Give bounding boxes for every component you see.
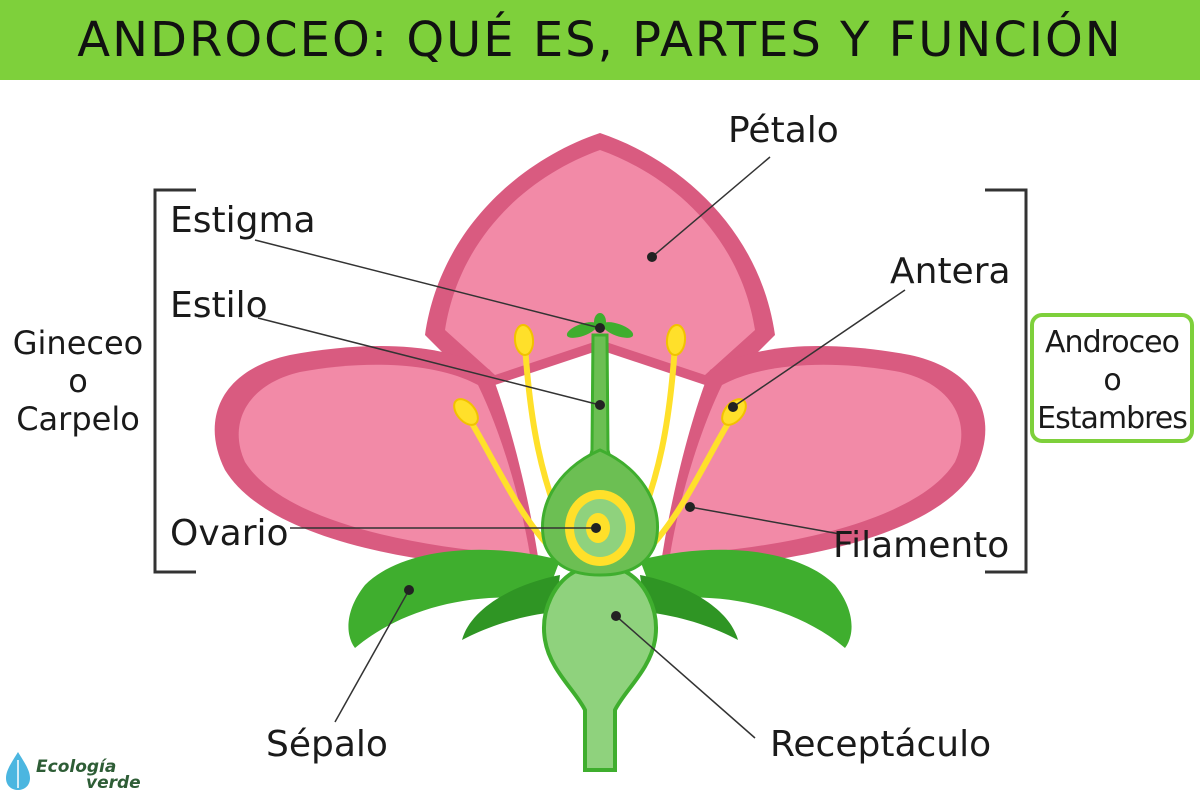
dot-estigma (595, 323, 605, 333)
label-sepalo: Sépalo (266, 724, 388, 765)
anther-2 (513, 324, 535, 356)
anther-1 (453, 398, 479, 426)
pointer-estigma (254, 239, 601, 329)
pointer-petalo (651, 156, 771, 258)
back-petal (445, 150, 755, 375)
label-antera: Antera (890, 251, 1011, 292)
pointer-antera (732, 289, 906, 408)
androceo-label-2: o (1103, 363, 1120, 398)
label-petalo: Pétalo (728, 110, 839, 151)
label-estigma: Estigma (170, 200, 316, 241)
pointer-receptaculo (615, 615, 756, 739)
gineceo-label-3: Carpelo (16, 400, 140, 438)
page-title: ANDROCEO: QUÉ ES, PARTES Y FUNCIÓN (77, 12, 1123, 68)
androceo-label-3: Estambres (1037, 401, 1187, 436)
logo: Ecología verde (6, 752, 141, 793)
logo-line-1: Ecología (36, 757, 116, 777)
label-receptaculo: Receptáculo (770, 724, 991, 765)
dot-antera (728, 402, 738, 412)
gineceo-bracket (153, 188, 196, 574)
pointer-lines (254, 156, 906, 739)
androceo-box (1030, 313, 1194, 443)
gineceo-label-2: o (68, 362, 88, 400)
dot-estilo (595, 400, 605, 410)
title-bar: ANDROCEO: QUÉ ES, PARTES Y FUNCIÓN (0, 0, 1200, 80)
gineceo-label-1: Gineceo (13, 324, 144, 362)
pointer-filamento (689, 506, 841, 535)
anther-3 (665, 324, 687, 356)
androceo-label-1: Androceo (1045, 325, 1179, 360)
label-estilo: Estilo (170, 285, 268, 326)
dot-filamento (685, 502, 695, 512)
label-filamento: Filamento (833, 525, 1009, 566)
logo-line-2: verde (86, 773, 141, 793)
pointer-dots (404, 252, 738, 621)
anthers (453, 324, 747, 426)
receptacle (542, 568, 658, 772)
pointer-sepalo (334, 589, 410, 723)
left-sepal (348, 549, 560, 648)
label-ovario: Ovario (170, 513, 289, 554)
dot-petalo (647, 252, 657, 262)
dot-receptaculo (611, 611, 621, 621)
left-sepal-inner (462, 575, 560, 640)
pointer-estilo (257, 317, 601, 406)
androceo-bracket (985, 188, 1028, 574)
stigma-lobe-right (602, 322, 634, 338)
right-sepal (640, 549, 852, 648)
dot-ovario (591, 523, 601, 533)
right-sepal-inner (640, 575, 738, 640)
dot-sepalo (404, 585, 414, 595)
